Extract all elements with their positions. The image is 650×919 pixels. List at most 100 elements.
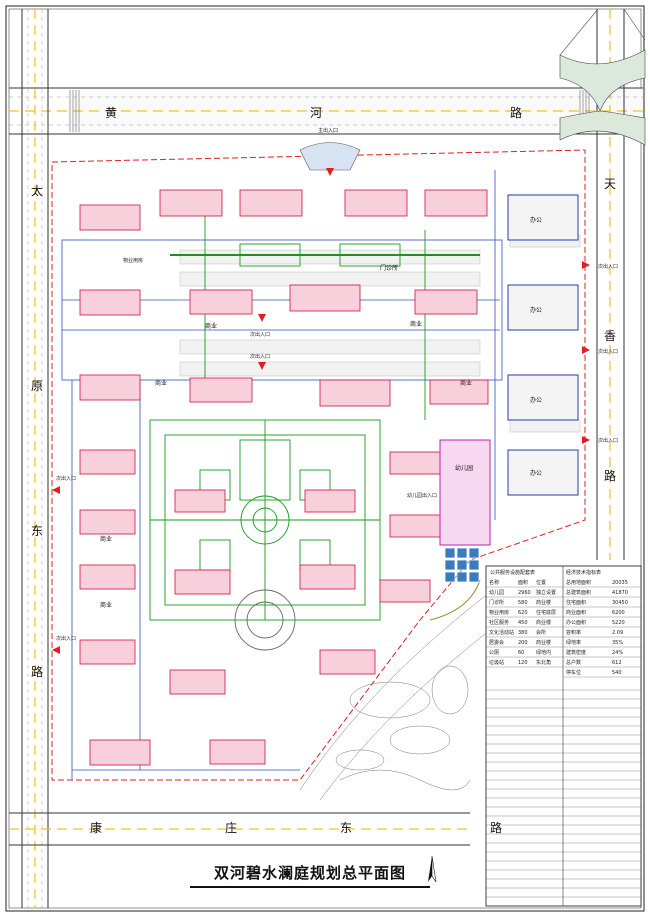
road-name-north-char: 黄 [105,106,117,120]
indicator-cell: 2.09 [612,630,623,636]
services-cell: 620 [518,610,528,616]
road-name-north-char: 河 [310,106,322,120]
sub-entrance-label: 次出入口 [598,437,618,444]
road-name-west-char: 太 [31,183,43,198]
main-entrance-label: 主出入口 [318,127,338,134]
services-cell: 社区服务 [489,619,509,626]
indicator-cell: 6200 [612,610,625,616]
services-cell: 会所 [536,629,546,636]
data-tables [485,565,642,907]
page-title: 双河碧水澜庭规划总平面图 [213,863,406,882]
road-name-east-char: 香 [604,329,616,343]
indicator-cell: 35% [612,640,623,646]
office-label: 办公 [530,469,542,477]
indicator-cell: 容积率 [566,629,581,636]
site-boundary [51,149,586,781]
services-cell: 绿地内 [536,649,551,656]
commerce-label: 商业 [410,320,422,328]
sub-entrance-label: 次出入口 [250,331,270,338]
sub-entrance-label: 次出入口 [250,353,270,360]
indicator-cell: 总户数 [566,659,581,666]
services-cell: 位置 [536,579,546,586]
entrance-arrows [52,168,590,654]
north-arrow-icon [428,855,437,883]
services-cell: 60 [518,650,524,656]
kindergarten-label: 幼儿园 [455,464,473,472]
services-cell: 200 [518,640,528,646]
residential-buildings [79,189,489,766]
indicator-cell: 612 [612,660,622,666]
indicator-cell: 5220 [612,620,625,626]
services-cell: 东北角 [536,659,551,666]
indicator-cell: 24% [612,650,623,656]
services-cell: 垃圾站 [489,659,504,666]
office-label: 办公 [530,306,542,314]
road-name-south-char: 东 [340,821,352,835]
road-name-north-char: 路 [510,105,522,120]
indicator-cell: 停车位 [566,669,581,676]
road-name-south-char: 庄 [225,820,237,835]
road-name-east-char: 路 [604,468,616,483]
sub-entrance-label: 次出入口 [598,348,618,355]
sub-entrance-label: 次出入口 [56,635,76,642]
kindergarten-block [439,439,491,546]
commerce-label: 商业 [155,379,167,387]
property-label: 物业用房 [123,257,143,264]
drawing-frame [5,5,645,912]
central-garden [149,200,480,651]
indicator-cell: 绿地率 [566,639,581,646]
services-cell: 商业楼 [536,619,551,626]
services-cell: 居委会 [489,639,504,646]
crosswalk-north-west [69,90,80,132]
road-name-west-char: 路 [31,664,43,679]
services-cell: 580 [518,600,528,606]
services-cell: 公厕 [489,650,499,656]
services-cell: 住宅底层 [536,609,556,616]
services-cell: 380 [518,630,528,636]
services-cell: 面积 [518,579,528,586]
services-cell: 物业用房 [489,609,509,616]
indicator-cell: 总建筑面积 [566,589,591,596]
office-buildings [507,194,579,496]
indicator-cell: 商业面积 [566,609,586,616]
indicator-cell: 住宅面积 [566,599,586,606]
road-name-south-char: 路 [490,820,502,835]
services-cell: 独立设置 [536,589,556,596]
indicators-table-title: 经济技术指标表 [566,569,601,576]
north-road [9,87,643,135]
road-name-south-char: 康 [90,820,102,835]
indicator-cell: 30450 [612,600,628,606]
indicator-cell: 办公面积 [566,619,586,626]
indicator-cell: 41870 [612,590,628,596]
indicator-cell: 建筑密度 [566,649,586,656]
commerce-label: 商业 [100,535,112,543]
sub-entrance-label: 次出入口 [56,475,76,482]
road-name-west-char: 东 [31,524,43,538]
services-cell: 2960 [518,590,531,596]
services-cell: 门诊所 [489,599,504,606]
services-cell: 商业楼 [536,639,551,646]
parking-strips [179,234,581,433]
services-cell: 名称 [489,579,499,586]
commerce-label: 商业 [460,379,472,387]
sub-entrance-label: 次出入口 [598,263,618,270]
road-name-east-char: 天 [604,177,616,191]
services-table-title: 公共服务设施配套表 [490,569,535,576]
title-bar: 双河碧水澜庭规划总平面图 [190,858,430,888]
office-label: 办公 [530,396,542,404]
services-cell: 120 [518,660,528,666]
south-road [9,812,470,846]
services-cell: 文化活动站 [489,629,514,636]
indicator-cell: 20035 [612,580,628,586]
intersection-northeast [559,8,646,146]
commerce-label: 商业 [205,322,217,330]
services-cell: 商业楼 [536,599,551,606]
services-cell: 幼儿园 [489,589,504,596]
main-entrance-gate [299,142,361,171]
sports-grid [444,547,480,583]
clinic-label: 门诊所 [380,264,398,272]
west-road [21,9,49,908]
office-label: 办公 [530,216,542,224]
